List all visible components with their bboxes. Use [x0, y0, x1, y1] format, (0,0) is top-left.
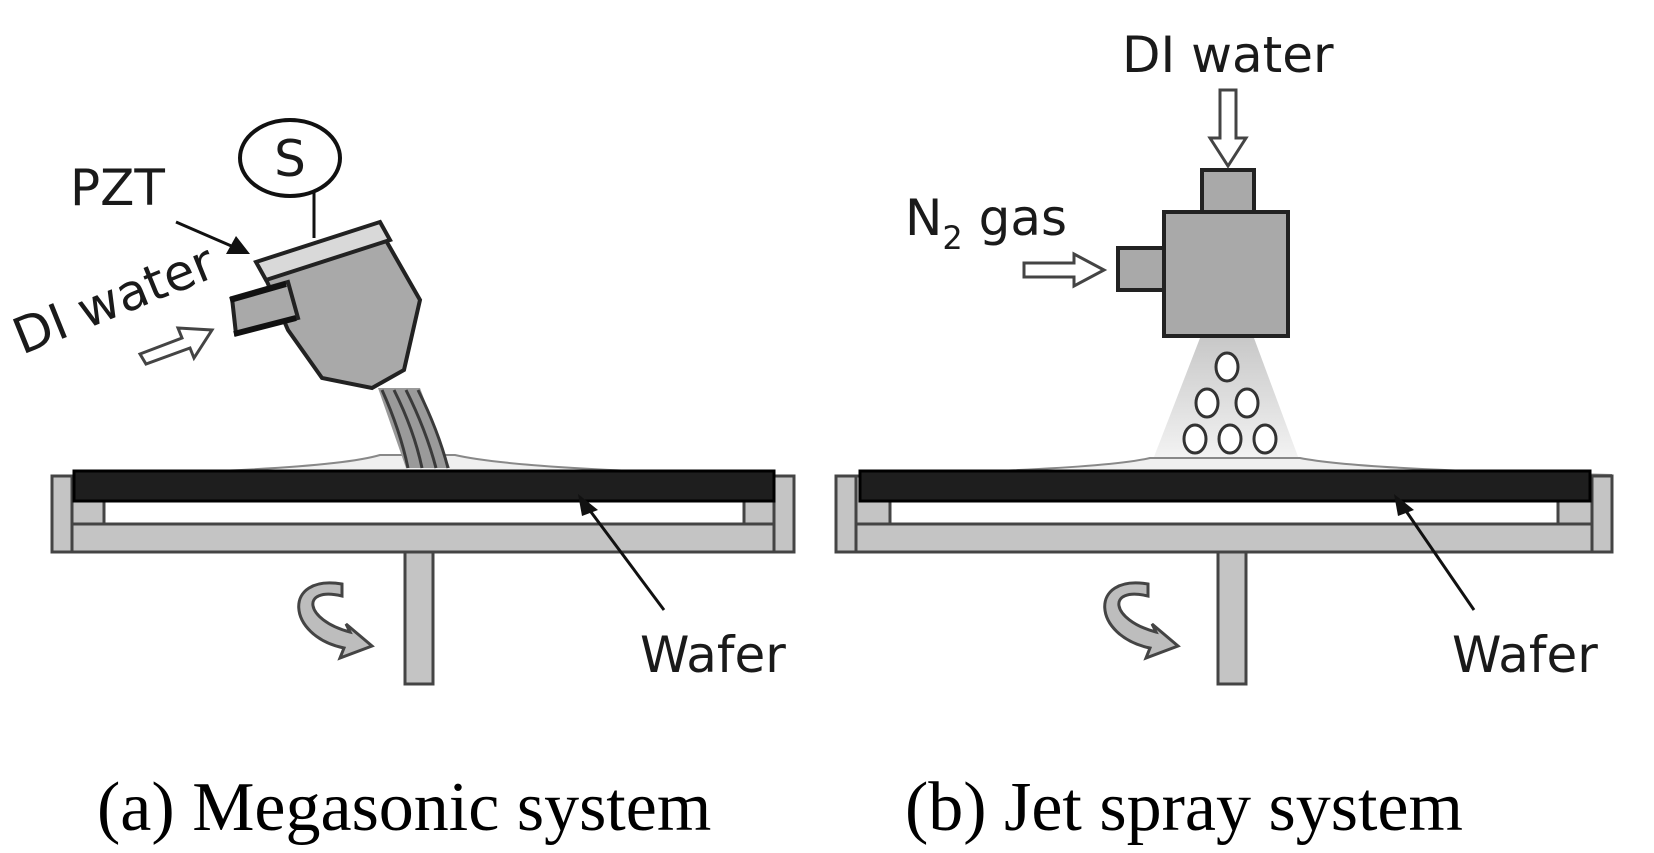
droplet: [1194, 387, 1220, 419]
wafer-pointer-head-b: [1394, 494, 1414, 516]
chuck-right-lip: [772, 474, 796, 554]
gas-label: N2 gas: [905, 189, 1067, 257]
chuck-plate: [50, 522, 796, 554]
water-arrow-a: [137, 326, 215, 366]
nozzle-body-b: [1162, 210, 1290, 338]
wafer-pointer-b: [1402, 507, 1476, 611]
pzt-plate: [253, 219, 393, 283]
droplet: [1214, 351, 1240, 383]
gas-arrow: [1022, 251, 1108, 289]
droplet: [1252, 423, 1278, 455]
droplet: [1217, 423, 1243, 455]
rotation-arrow-a: [297, 581, 375, 661]
rotation-arrow-b: [1103, 581, 1181, 661]
megasonic-stream: [378, 388, 450, 469]
chuck-left-lip: [834, 474, 858, 554]
spray-droplets: [1182, 351, 1278, 455]
source-symbol: S: [274, 130, 306, 188]
chuck-left-lip: [50, 474, 74, 554]
caption-a: (a) Megasonic system: [97, 769, 711, 846]
wafer-pointer-head-a: [578, 494, 598, 516]
wafer-label-a: Wafer: [640, 626, 786, 684]
water-inlet-b: [1200, 168, 1256, 214]
water-inlet-edge-2: [233, 315, 297, 337]
spin-chuck-b: [834, 474, 1614, 686]
caption-b: (b) Jet spray system: [905, 769, 1463, 846]
gas-label-main: N: [905, 189, 942, 247]
pzt-pointer: [175, 220, 237, 250]
jet-nozzle: [1116, 168, 1290, 338]
wafer-b: [858, 469, 1592, 503]
gas-inlet: [1116, 246, 1166, 292]
pzt-label: PZT: [70, 159, 165, 217]
droplet: [1234, 387, 1260, 419]
wafer-pointer-a: [586, 507, 666, 611]
panel-jet-spray: DI water N2 gas Wafer (b) Jet spray syst…: [834, 26, 1614, 846]
wafer: [72, 469, 776, 503]
panel-megasonic: S PZT DI water Wafer (a) Megasonic syste…: [5, 118, 796, 846]
water-arrow-b: [1207, 88, 1249, 169]
source-circle: [238, 118, 342, 198]
chuck-right-lip: [1590, 474, 1614, 554]
megasonic-nozzle: [229, 219, 423, 391]
power-source: S: [238, 118, 342, 238]
gas-label-rest: gas: [963, 189, 1067, 247]
wafer-label-b: Wafer: [1452, 626, 1598, 684]
chuck-plate: [834, 522, 1614, 554]
spindle-shaft: [403, 550, 435, 686]
droplet: [1182, 423, 1208, 455]
pzt-pointer-head: [226, 236, 250, 254]
gas-label-subscript: 2: [942, 219, 962, 257]
water-label-b: DI water: [1122, 26, 1334, 84]
water-inlet-edge: [229, 281, 287, 303]
spindle-shaft: [1216, 550, 1248, 686]
